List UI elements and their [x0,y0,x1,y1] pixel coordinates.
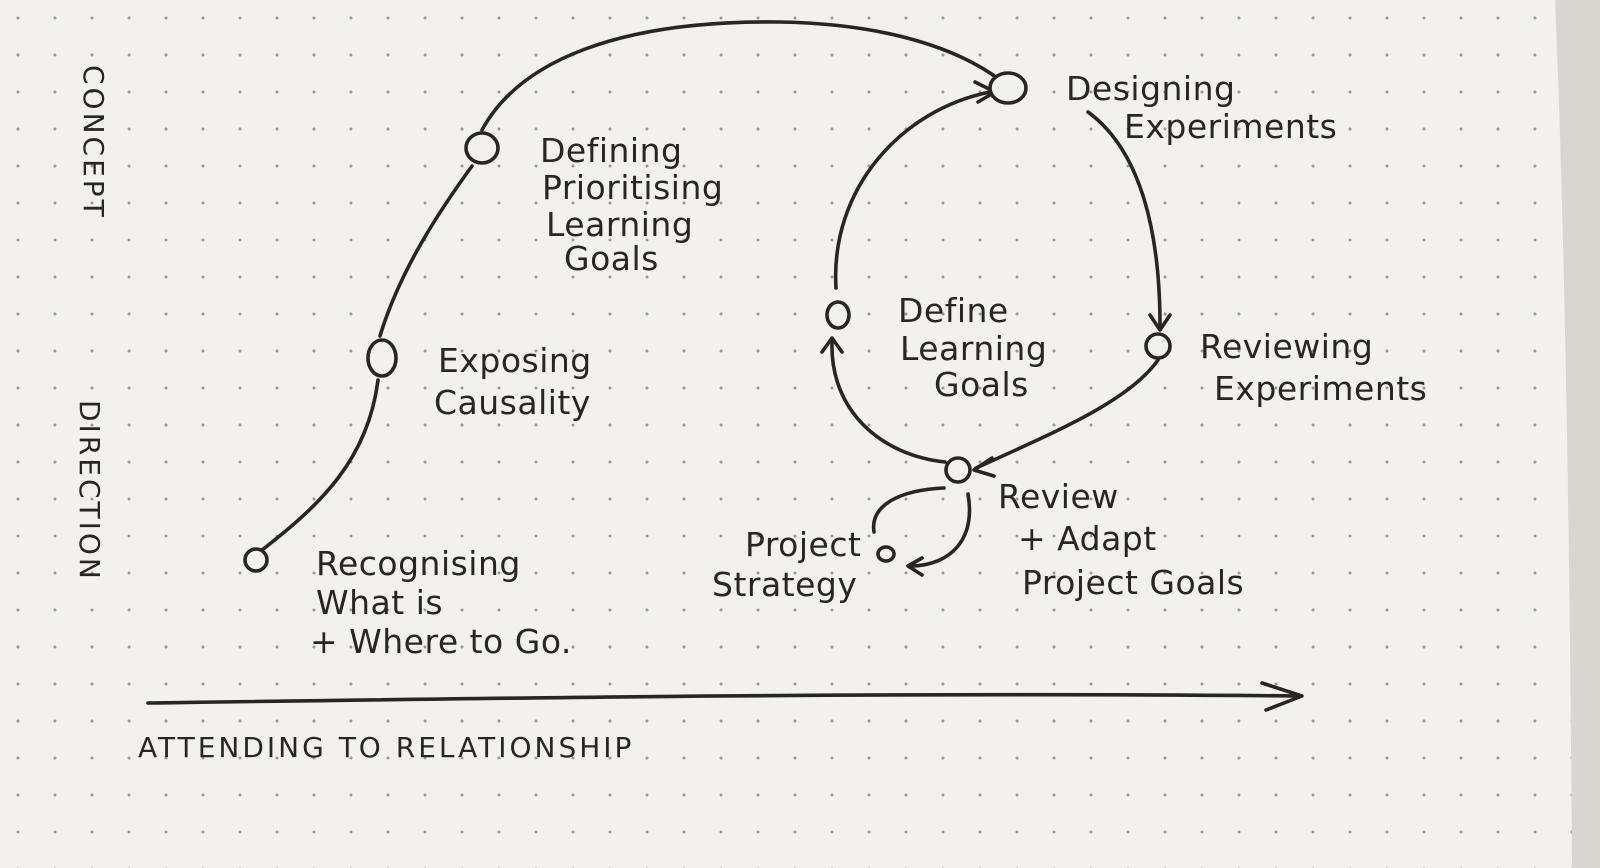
label-line: + Adapt [1018,519,1157,558]
label-line: Goals [934,365,1029,404]
horizontal-axis-arrowhead [1260,681,1304,712]
label-line: Recognising [316,544,521,583]
loop-define-to-designing [833,90,992,290]
node-review-adapt [944,456,972,484]
node-strategy [876,545,896,563]
loop-reviewing-to-review [974,358,1160,470]
label-designing: Designing Experiments [1066,69,1337,146]
label-line: Learning [546,205,693,244]
label-line: Exposing [438,341,592,380]
strategy-loop-up [871,486,946,534]
arrowhead-strategy [906,556,924,577]
axis-label-direction: DIRECTION [73,400,106,582]
axis-label-concept: CONCEPT [77,65,110,220]
node-recognising [243,547,269,573]
progress-curve [260,20,1002,552]
label-line: Experiments [1124,107,1337,146]
label-define-goals: Define Learning Goals [898,291,1047,404]
label-line: Define [898,291,1009,330]
node-exposing [366,338,398,378]
label-reviewing: Reviewing Experiments [1200,327,1427,408]
label-line: Goals [564,239,659,278]
node-define-goals [825,300,851,330]
node-designing [988,71,1028,105]
label-line: Reviewing [1200,327,1373,366]
horizontal-axis-arrow [146,692,1300,705]
label-line: Causality [434,383,591,422]
label-line: Learning [900,329,1047,368]
axis-label-attending: ATTENDING TO RELATIONSHIP [138,731,634,764]
arrowhead-reviewing [1148,313,1172,332]
label-defining: Defining Prioritising Learning Goals [540,131,723,278]
loop-review-to-define [830,340,947,464]
label-line: Designing [1066,69,1235,108]
label-line: Project [745,525,861,564]
strategy-loop-down [910,492,972,568]
label-line: Project Goals [1022,563,1244,602]
arrowhead-define [820,336,844,354]
label-line: Defining [540,131,682,170]
label-recognising: Recognising What is + Where to Go. [310,544,572,661]
label-exposing: Exposing Causality [434,341,592,422]
label-line: What is [316,583,443,622]
label-line: + Where to Go. [310,622,572,661]
label-review-adapt: Review + Adapt Project Goals [998,477,1244,602]
label-strategy: Project Strategy [712,525,861,604]
label-line: Strategy [712,565,857,604]
loop-designing-to-reviewing [1086,110,1162,328]
label-line: Experiments [1214,369,1427,408]
label-line: Prioritising [542,168,723,207]
node-reviewing [1144,332,1172,360]
arrowhead-review [972,456,996,478]
label-line: Review [998,477,1119,516]
node-defining [464,131,500,165]
